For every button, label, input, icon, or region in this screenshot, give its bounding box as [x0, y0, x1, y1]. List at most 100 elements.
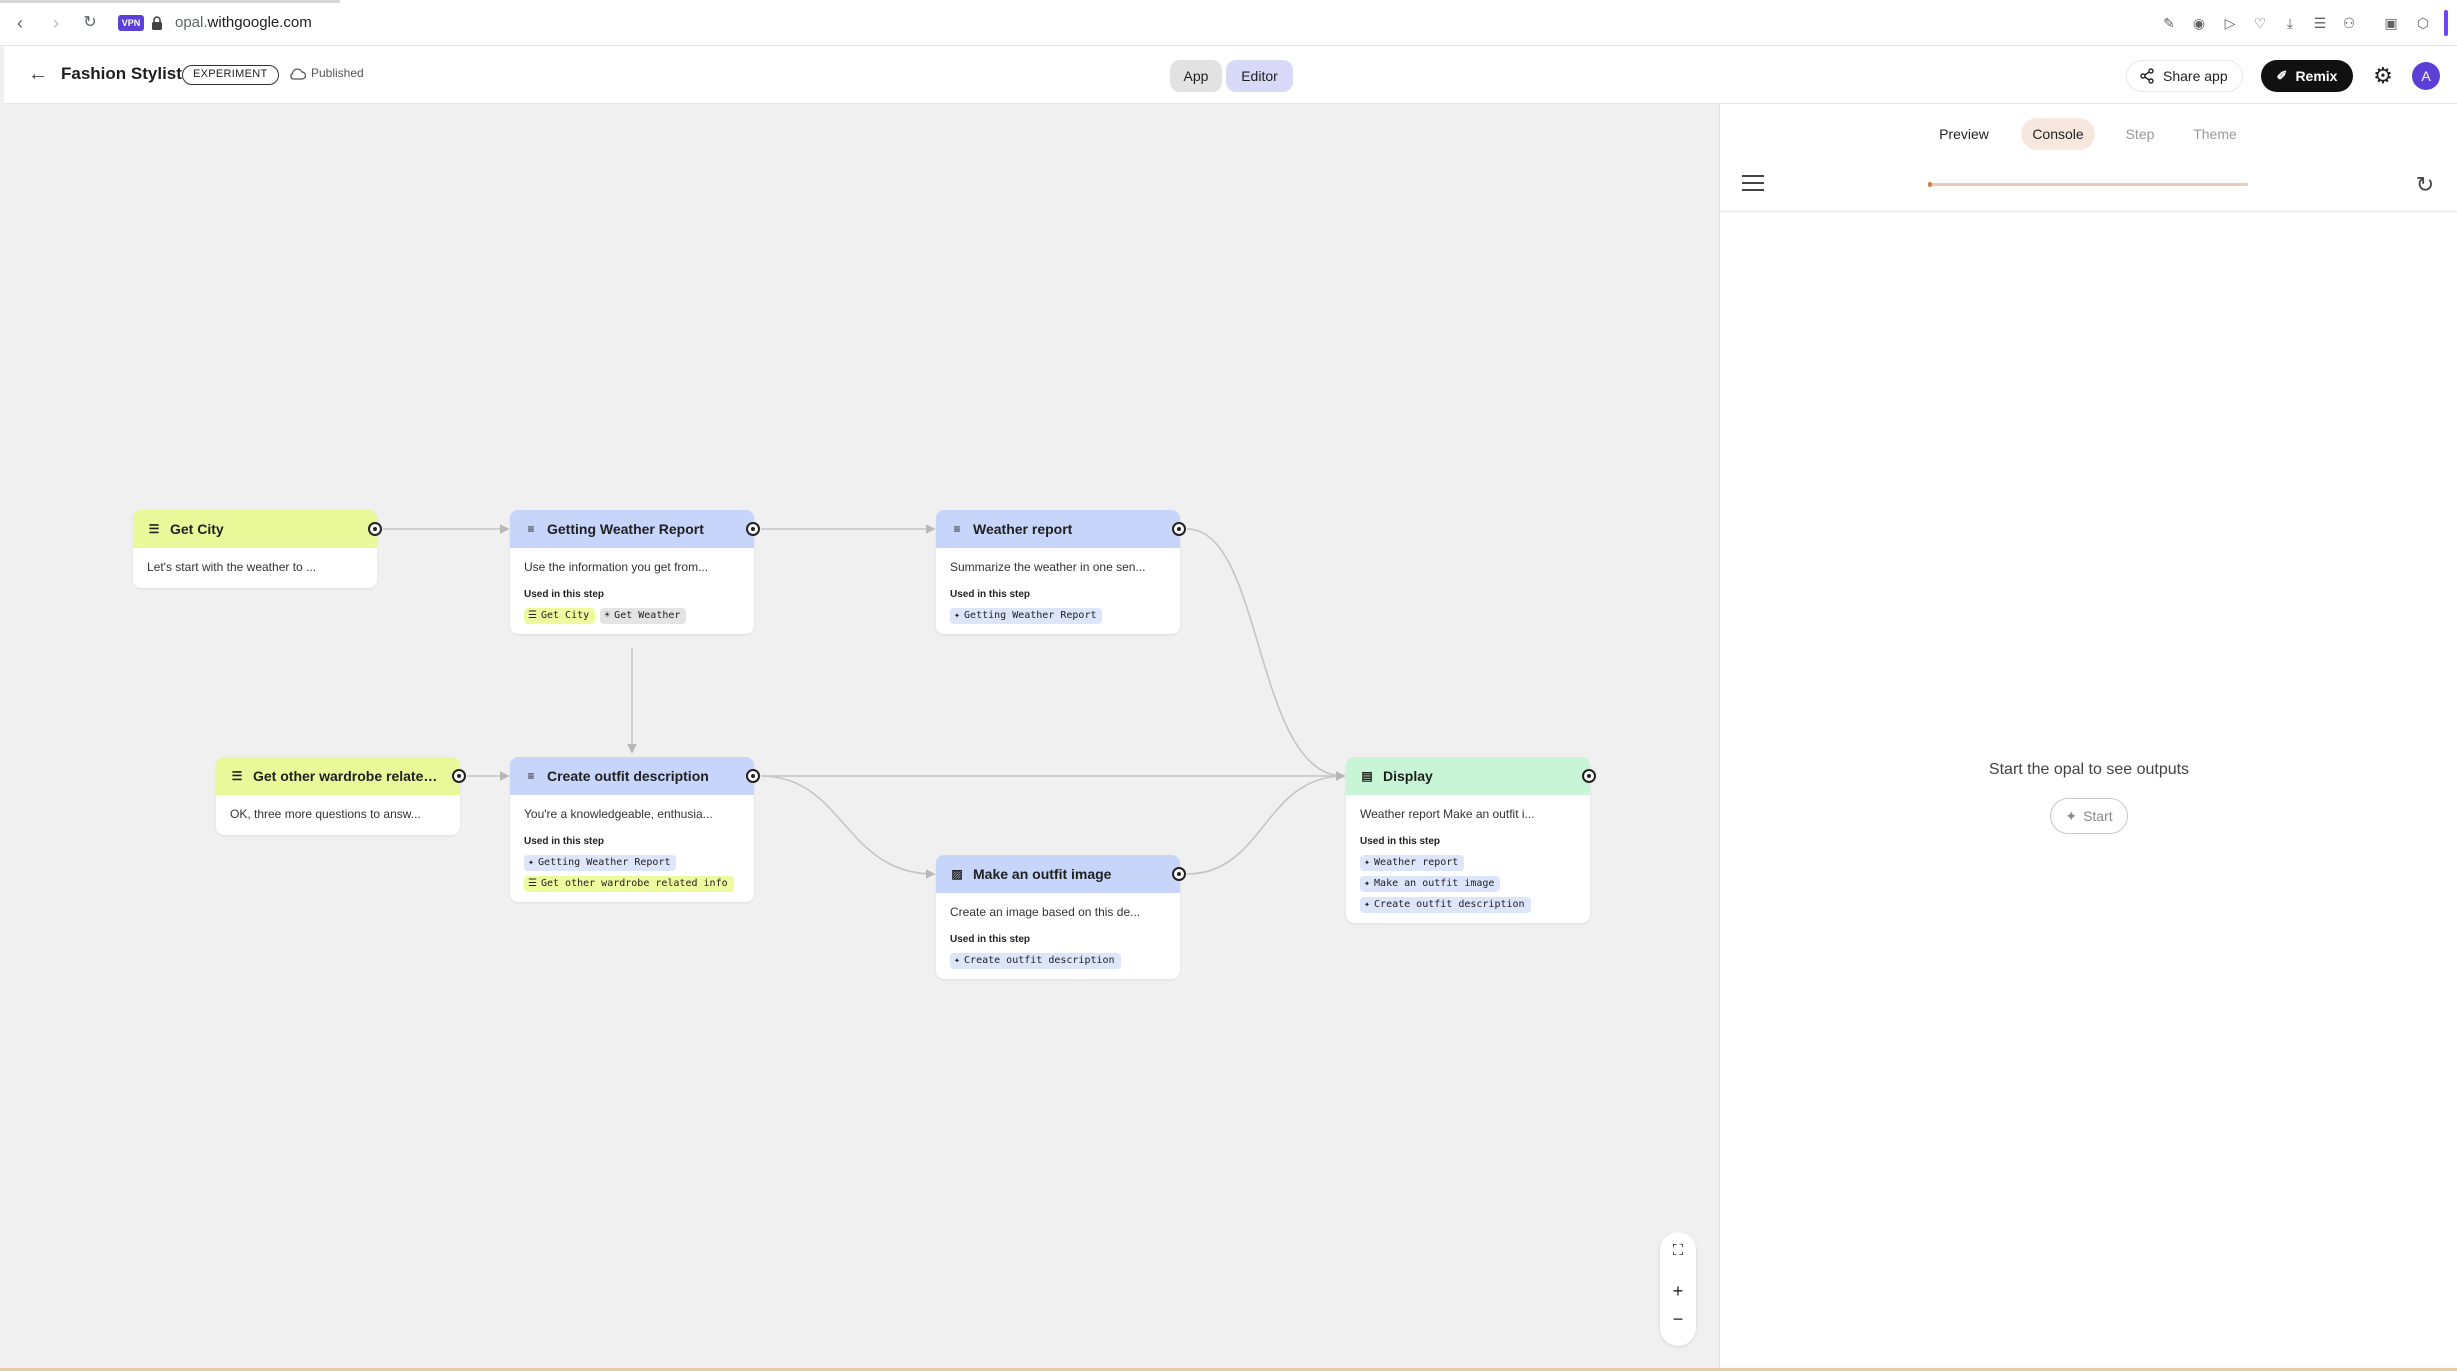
node-header[interactable]: ≡ Create outfit description	[510, 757, 754, 795]
node-title: Get City	[170, 521, 224, 537]
browser-forward-icon[interactable]: ›	[53, 13, 59, 33]
used-in-step-label: Used in this step	[1360, 836, 1441, 847]
remix-icon: ✐	[2276, 68, 2288, 83]
gear-icon[interactable]: ⚙	[2373, 63, 2393, 88]
chip-get-weather[interactable]: ☀Get Weather	[600, 608, 687, 624]
browser-back-icon[interactable]: ‹	[17, 13, 23, 33]
node-output-port[interactable]	[1172, 867, 1186, 881]
node-getting-weather-report[interactable]: ≡ Getting Weather Report Use the informa…	[510, 510, 754, 634]
tab-theme[interactable]: Theme	[2193, 126, 2237, 142]
node-output-port[interactable]	[368, 522, 382, 536]
chip-get-city[interactable]: ☰Get City	[524, 608, 596, 624]
menu-icon[interactable]	[1742, 175, 1764, 195]
chip-getting-weather-report[interactable]: ✦Getting Weather Report	[950, 608, 1103, 624]
chip-label: Get other wardrobe related info	[540, 878, 728, 889]
used-in-step-label: Used in this step	[950, 589, 1031, 600]
tab-preview[interactable]: Preview	[1939, 126, 1989, 142]
publish-status: Published	[288, 66, 364, 80]
browser-bar: ‹ › ↻ VPN opal.withgoogle.com ✎ ◉ ▷ ♡ ⤓ …	[0, 0, 2457, 46]
node-get-city[interactable]: ☰ Get City Let's start with the weather …	[133, 510, 377, 588]
chip-getting-weather-report[interactable]: ✦Getting Weather Report	[524, 855, 677, 871]
address-bar[interactable]: opal.withgoogle.com	[175, 14, 312, 31]
publish-status-label: Published	[311, 66, 364, 80]
cloud-icon	[290, 67, 306, 80]
node-output-port[interactable]	[452, 769, 466, 783]
start-button[interactable]: ✦ Start	[2050, 798, 2128, 834]
profile-icon[interactable]: ⚇	[2342, 15, 2356, 31]
share-app-button[interactable]: Share app	[2126, 60, 2243, 92]
tab-step[interactable]: Step	[2125, 126, 2155, 142]
extension-icon[interactable]: ▣	[2384, 15, 2398, 31]
node-header[interactable]: ≡ Weather report	[936, 510, 1180, 548]
list-icon[interactable]: ☰	[2313, 15, 2327, 31]
play-icon[interactable]: ▷	[2224, 15, 2236, 31]
chip-create-outfit-description[interactable]: ✦Create outfit description	[950, 953, 1121, 969]
remix-button[interactable]: ✐ Remix	[2261, 60, 2353, 92]
node-output-port[interactable]	[1582, 769, 1596, 783]
edge-create-image	[760, 775, 936, 879]
fit-view-icon[interactable]: ⛶	[1672, 1242, 1684, 1259]
edge-image-display	[1186, 771, 1346, 875]
node-description: Use the information you get from...	[524, 560, 709, 574]
used-in-step-label: Used in this step	[950, 934, 1031, 945]
node-header[interactable]: ☰ Get City	[133, 510, 377, 548]
sparkle-icon: ✦	[528, 857, 535, 868]
node-description: You're a knowledgeable, enthusia...	[524, 807, 713, 821]
node-output-port[interactable]	[746, 522, 760, 536]
chip-label: Make an outfit image	[1374, 878, 1495, 889]
sparkle-icon: ✦	[2065, 808, 2078, 824]
experiment-badge: EXPERIMENT	[182, 65, 279, 85]
node-output-port[interactable]	[746, 769, 760, 783]
input-icon: ☰	[528, 610, 537, 621]
chip-label: Create outfit description	[964, 955, 1115, 966]
start-label: Start	[2083, 808, 2113, 824]
flow-canvas[interactable]: ☰ Get City Let's start with the weather …	[4, 104, 1719, 1368]
node-make-outfit-image[interactable]: ▨ Make an outfit image Create an image b…	[936, 855, 1180, 979]
camera-icon[interactable]: ◉	[2192, 15, 2206, 31]
generate-text-icon: ≡	[527, 769, 535, 783]
chip-label: Getting Weather Report	[538, 857, 671, 868]
node-display[interactable]: ▤ Display Weather report Make an outfit …	[1346, 757, 1590, 923]
mode-app-button[interactable]: App	[1170, 60, 1222, 92]
reload-icon[interactable]: ↻	[83, 14, 97, 31]
node-description: OK, three more questions to answ...	[230, 807, 421, 821]
lock-icon	[152, 16, 162, 30]
back-arrow-icon[interactable]: ←	[28, 63, 48, 85]
generate-text-icon: ≡	[527, 522, 535, 536]
chip-make-outfit-image[interactable]: ✦Make an outfit image	[1360, 876, 1501, 892]
empty-state-message: Start the opal to see outputs	[1988, 761, 2190, 778]
node-header[interactable]: ≡ Getting Weather Report	[510, 510, 754, 548]
avatar[interactable]: A	[2412, 62, 2440, 90]
chip-create-outfit-description[interactable]: ✦Create outfit description	[1360, 897, 1531, 913]
sparkle-icon: ✦	[1364, 857, 1371, 868]
heart-icon[interactable]: ♡	[2253, 15, 2267, 31]
zoom-in-icon[interactable]: +	[1672, 1281, 1684, 1301]
chip-label: Get City	[540, 610, 590, 621]
reset-icon[interactable]: ↻	[2415, 172, 2435, 197]
node-get-wardrobe-info[interactable]: ☰ Get other wardrobe related i... OK, th…	[216, 757, 460, 835]
chip-weather-report[interactable]: ✦Weather report	[1360, 855, 1465, 871]
generate-text-icon: ≡	[953, 522, 961, 536]
edit-icon[interactable]: ✎	[2163, 15, 2175, 31]
input-icon: ☰	[148, 522, 160, 536]
node-output-port[interactable]	[1172, 522, 1186, 536]
node-weather-report[interactable]: ≡ Weather report Summarize the weather i…	[936, 510, 1180, 634]
node-title: Make an outfit image	[973, 866, 1112, 882]
tab-console[interactable]: Console	[2021, 118, 2095, 150]
zoom-controls: ⛶ + −	[1660, 1232, 1696, 1346]
download-icon[interactable]: ⤓	[2286, 15, 2294, 31]
vpn-badge[interactable]: VPN	[118, 15, 144, 31]
chip-label: Getting Weather Report	[964, 610, 1097, 621]
node-header[interactable]: ▤ Display	[1346, 757, 1590, 795]
node-header[interactable]: ▨ Make an outfit image	[936, 855, 1180, 893]
node-create-outfit-description[interactable]: ≡ Create outfit description You're a kno…	[510, 757, 754, 902]
mode-editor-button[interactable]: Editor	[1226, 60, 1293, 92]
url-rest: withgoogle.com	[207, 14, 312, 31]
chip-label: Weather report	[1374, 857, 1459, 868]
chip-get-wardrobe-info[interactable]: ☰Get other wardrobe related info	[524, 876, 734, 892]
page-title: Fashion Stylist	[61, 64, 182, 83]
zoom-out-icon[interactable]: −	[1672, 1309, 1684, 1329]
sidebar-accent	[2444, 10, 2448, 36]
node-header[interactable]: ☰ Get other wardrobe related i...	[216, 757, 460, 795]
box-icon[interactable]: ⬡	[2416, 15, 2430, 31]
